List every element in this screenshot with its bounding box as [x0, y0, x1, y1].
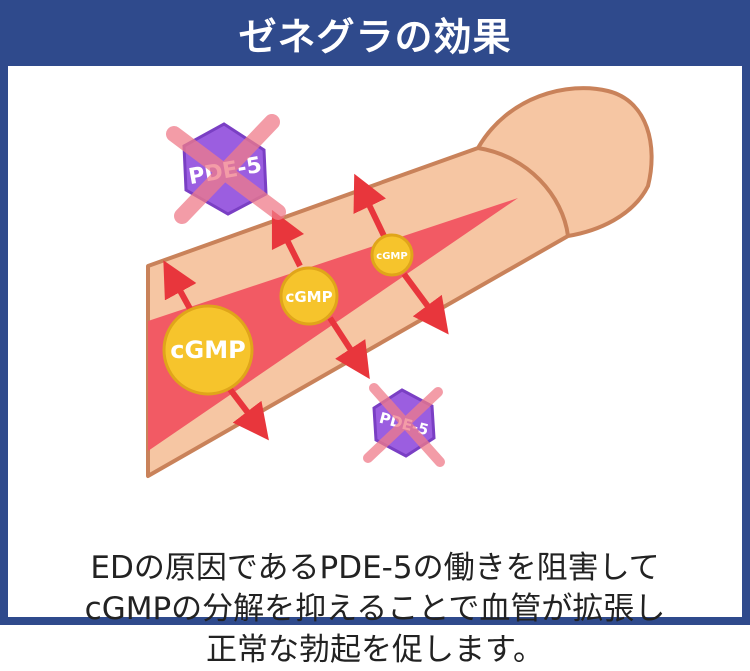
pde5-top: PDE-5	[166, 114, 286, 224]
page-title: ゼネグラの効果	[238, 14, 512, 59]
content-panel: cGMP cGMP cGMP PDE-5	[8, 66, 742, 668]
svg-text:cGMP: cGMP	[285, 288, 332, 306]
arrows-small	[353, 173, 449, 335]
shaft-shape	[146, 86, 654, 478]
svg-text:cGMP: cGMP	[376, 251, 407, 262]
svg-text:cGMP: cGMP	[170, 336, 245, 364]
cross-icon	[363, 383, 445, 467]
arrows-medium	[271, 209, 370, 380]
description-text: EDの原因であるPDE-5の働きを阻害して cGMPの分解を抑えることで血管が拡…	[8, 548, 742, 671]
pde5-bottom: PDE-5	[363, 383, 445, 467]
cross-icon	[166, 114, 286, 224]
caption-line-1: EDの原因であるPDE-5の働きを阻害して	[90, 550, 660, 586]
cgmp-large: cGMP	[162, 304, 254, 396]
cgmp-medium: cGMP	[279, 266, 339, 326]
mechanism-illustration: cGMP cGMP cGMP PDE-5	[146, 86, 654, 478]
cgmp-small: cGMP	[370, 233, 414, 277]
caption-line-3: 正常な勃起を促します。	[206, 632, 544, 668]
caption-line-2: cGMPの分解を抑えることで血管が拡張し	[84, 591, 666, 627]
